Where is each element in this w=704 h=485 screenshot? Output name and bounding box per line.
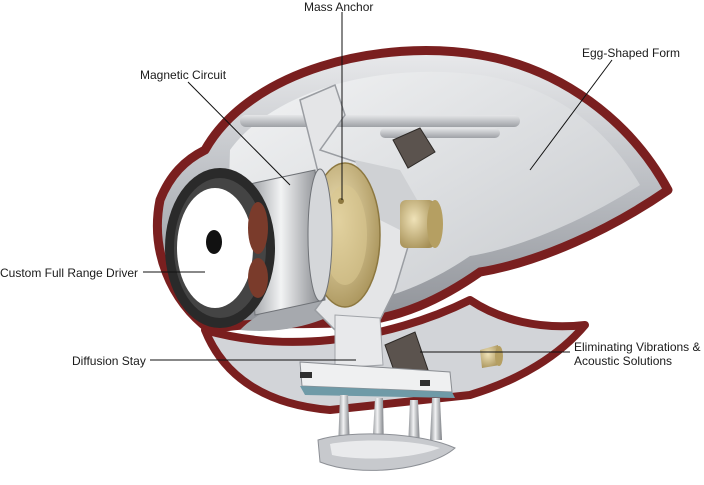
label-eliminating-vibrations-line1: Eliminating Vibrations & bbox=[574, 340, 701, 354]
rear-connector bbox=[480, 345, 503, 368]
label-diffusion-stay: Diffusion Stay bbox=[72, 354, 146, 368]
label-egg-shaped-form: Egg-Shaped Form bbox=[582, 46, 681, 60]
full-range-driver bbox=[165, 168, 275, 328]
leader-lines bbox=[143, 12, 613, 361]
leader-egg-shaped-form bbox=[529, 59, 613, 171]
label-eliminating-vibrations: Eliminating Vibrations & Acoustic Soluti… bbox=[574, 340, 701, 368]
leader-magnetic-circuit bbox=[187, 81, 291, 186]
label-custom-full-range-driver: Custom Full Range Driver bbox=[0, 266, 139, 280]
brass-pole bbox=[400, 200, 443, 248]
stand-foot bbox=[317, 395, 456, 471]
label-mass-anchor: Mass Anchor bbox=[304, 0, 374, 14]
diffusion-stay bbox=[299, 314, 455, 398]
label-magnetic-circuit: Magnetic Circuit bbox=[140, 68, 227, 82]
label-eliminating-vibrations-line2: Acoustic Solutions bbox=[574, 354, 673, 368]
